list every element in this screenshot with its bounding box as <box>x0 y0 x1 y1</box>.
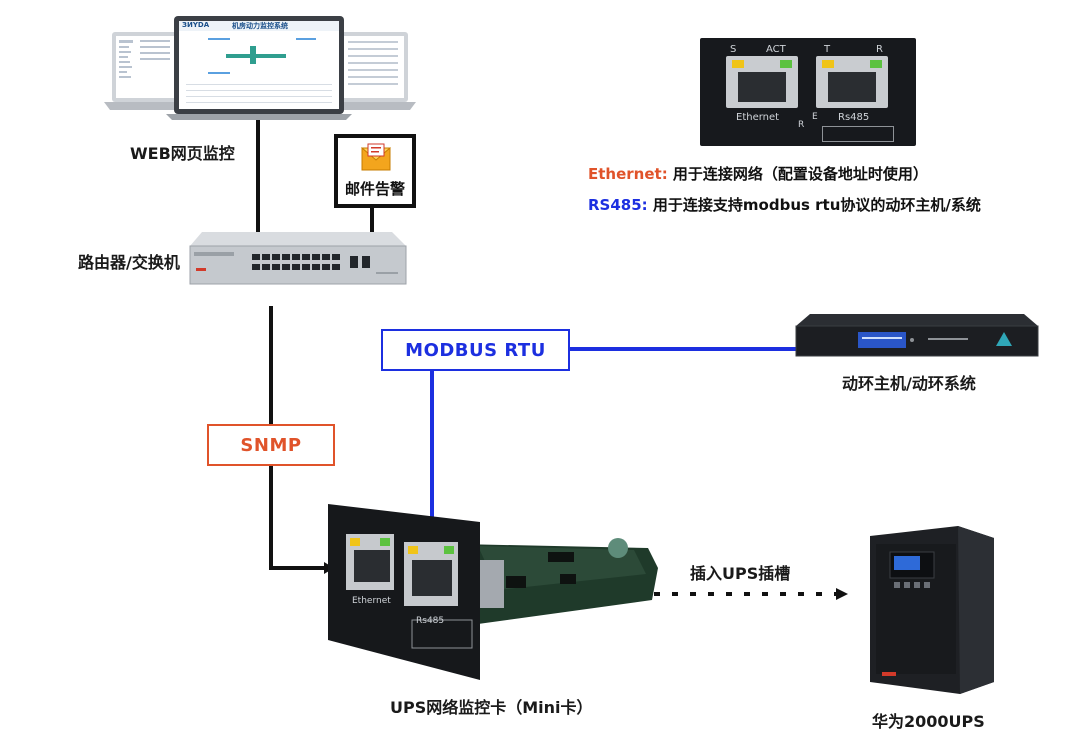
ethernet-legend-desc: 用于连接网络（配置设备地址时使用） <box>672 165 928 183</box>
panel-t-text: T <box>824 44 831 55</box>
card-ethernet-text: Ethernet <box>352 596 391 606</box>
card-label: UPS网络监控卡（Mini卡） <box>390 698 593 717</box>
laptops-icon <box>104 16 416 120</box>
card-panel-photo: S ACT T R Ethernet R E Rs485 <box>700 38 916 146</box>
web-monitor-illustration: ЗИYDA 机房动力监控系统 <box>100 14 420 120</box>
network-switch-icon <box>189 232 407 285</box>
ups-label: 华为2000UPS <box>872 712 985 731</box>
ethernet-legend-key: Ethernet: <box>588 165 668 183</box>
host-label: 动环主机/动环系统 <box>842 374 976 393</box>
router-label: 路由器/交换机 <box>78 253 180 272</box>
ethernet-port-icon <box>726 56 798 108</box>
panel-rs485-text: Rs485 <box>838 112 870 123</box>
ups-tower-icon <box>870 526 994 694</box>
insert-slot-label: 插入UPS插槽 <box>690 564 791 583</box>
card-rs485-text: Rs485 <box>416 616 445 626</box>
ups-network-card: Ethernet Rs485 <box>328 504 668 680</box>
modbus-protocol-box: MODBUS RTU <box>381 329 570 371</box>
snmp-protocol-box: SNMP <box>207 424 335 466</box>
rs485-legend: RS485: 用于连接支持modbus rtu协议的动环主机/系统 <box>588 194 981 215</box>
panel-act-text: ACT <box>766 44 786 55</box>
rs485-legend-key: RS485: <box>588 196 648 214</box>
panel-s-text: S <box>730 44 737 55</box>
mail-alarm-label: 邮件告警 <box>344 180 405 198</box>
mail-envelope-icon <box>361 143 391 171</box>
router-switch-device <box>186 228 408 288</box>
monitor-title: 机房动力监控系统 <box>232 22 288 30</box>
snmp-line <box>269 306 328 570</box>
panel-ethernet-text: Ethernet <box>736 112 780 123</box>
rs485-port-icon <box>816 56 888 108</box>
panel-r-small-text: R <box>798 120 805 130</box>
network-card-icon <box>328 504 658 680</box>
panel-r-text: R <box>876 44 883 55</box>
web-monitor-label: WEB网页监控 <box>130 144 235 163</box>
monitor-brand: ЗИYDA <box>182 21 210 29</box>
panel-e-small-text: E <box>812 112 818 122</box>
terminal-block-icon <box>822 126 894 142</box>
ups-device <box>862 522 998 694</box>
host-device <box>794 312 1040 358</box>
rs485-legend-desc: 用于连接支持modbus rtu协议的动环主机/系统 <box>652 196 981 214</box>
mail-alarm-box: 邮件告警 <box>334 134 416 208</box>
ethernet-legend: Ethernet: 用于连接网络（配置设备地址时使用） <box>588 163 928 184</box>
insert-arrow-icon <box>836 588 848 600</box>
rack-host-icon <box>795 314 1039 357</box>
